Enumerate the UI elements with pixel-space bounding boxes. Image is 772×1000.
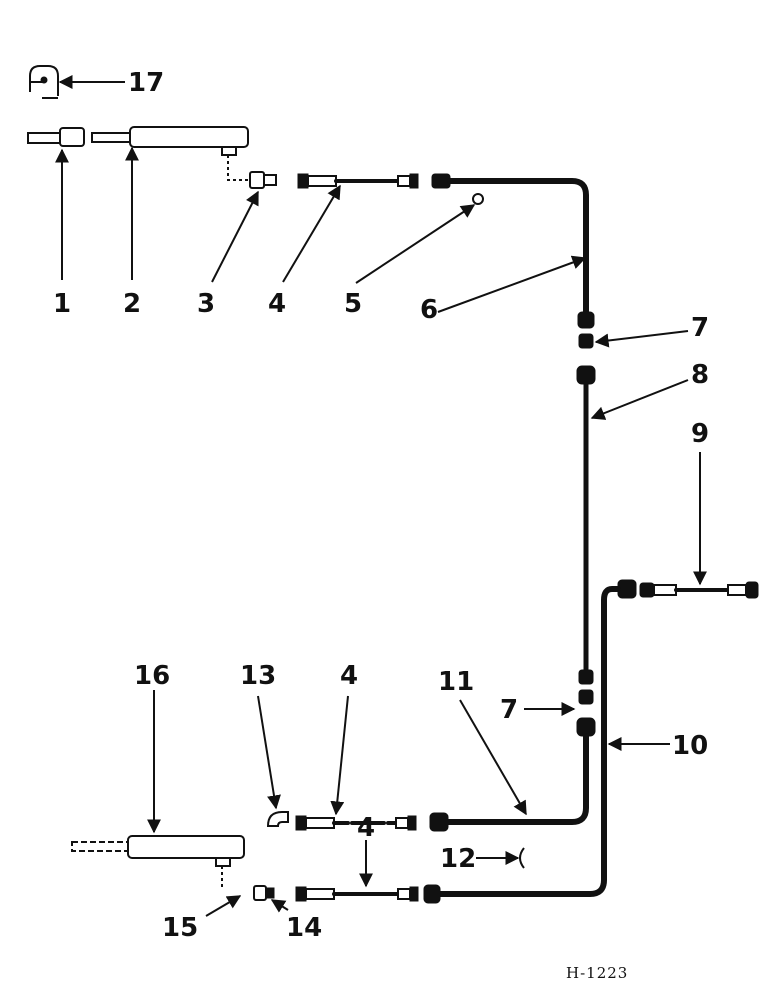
coupling-part-7-upper (576, 333, 596, 385)
hose-assembly-part-9 (639, 581, 759, 599)
hydraulic-cylinder-part-2 (91, 126, 249, 181)
leader-11 (459, 699, 527, 816)
tube-part-11 (429, 733, 589, 832)
label-15: 15 (162, 913, 198, 943)
label-5: 5 (344, 289, 362, 319)
label-14: 14 (286, 913, 322, 943)
label-7-lower: 7 (500, 695, 518, 725)
hydraulic-cylinder-part-16 (71, 835, 245, 890)
leader-5 (355, 204, 476, 284)
label-9: 9 (691, 419, 709, 449)
label-4-top: 4 (268, 289, 286, 319)
leader-4-middle (330, 695, 349, 816)
hose-assembly-part-4-middle (295, 815, 417, 831)
label-13: 13 (240, 661, 276, 691)
label-4-bottom: 4 (357, 813, 375, 843)
tube-part-10 (423, 579, 637, 904)
label-7-upper: 7 (691, 313, 709, 343)
label-17: 17 (128, 68, 164, 98)
leader-7-upper (594, 330, 689, 348)
hose-assembly-part-4-bottom (295, 886, 419, 902)
label-11: 11 (438, 667, 474, 697)
leader-13 (257, 695, 281, 810)
coupling-part-7-lower (576, 689, 596, 737)
leader-8 (590, 379, 689, 420)
label-3: 3 (197, 289, 215, 319)
o-ring-part-12 (519, 847, 525, 869)
cap-part-5 (472, 193, 484, 205)
leader-14 (270, 899, 289, 913)
label-6: 6 (420, 295, 438, 325)
elbow-part-13 (266, 811, 289, 827)
leader-15 (205, 895, 242, 917)
label-16: 16 (134, 661, 170, 691)
label-2: 2 (123, 289, 141, 319)
drawing-code: H-1223 (566, 964, 628, 982)
fitting-part-14 (253, 885, 275, 901)
leader-3 (211, 190, 259, 283)
elbow-fitting-part-3 (249, 171, 277, 189)
leader-4-top (282, 184, 341, 283)
label-4-middle: 4 (340, 661, 358, 691)
label-1: 1 (53, 289, 71, 319)
label-10: 10 (672, 731, 708, 761)
hose-assembly-part-4-top (297, 173, 419, 189)
cylinder-rod-part-1 (27, 127, 85, 147)
tube-part-6 (431, 173, 595, 329)
label-12: 12 (440, 844, 476, 874)
clamp-part-17 (29, 65, 59, 99)
leader-6 (437, 255, 587, 313)
label-8: 8 (691, 360, 709, 390)
tube-part-8 (578, 381, 594, 685)
